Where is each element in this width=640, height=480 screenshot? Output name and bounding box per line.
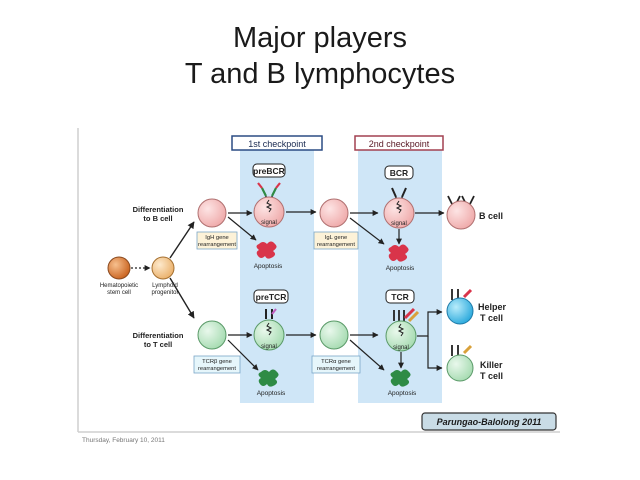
arrow-to-t-branch: [169, 277, 195, 319]
apoptosis-b1-icon: [256, 241, 277, 259]
prebcr-label-box: [252, 163, 286, 178]
pretcr-label: preTCR: [256, 292, 287, 302]
helper-label-1: Helper: [478, 302, 507, 312]
arrow-to-b-branch: [169, 221, 195, 259]
lymphoid-progenitor: [151, 256, 175, 280]
bcr-label: BCR: [390, 168, 408, 178]
igh-label-1: IgH gene: [205, 235, 229, 241]
checkpoint-2-box: [354, 135, 444, 151]
progenitor-label-1: Lymphoid: [152, 283, 178, 289]
prebcr-label: preBCR: [253, 166, 285, 176]
tcr-label-box: [385, 289, 415, 304]
double-positive-t-cell: [319, 320, 349, 350]
checkpoint-1-band: [240, 150, 314, 403]
branch-b-label-1: Differentiation: [133, 205, 184, 214]
checkpoint-2-label: 2nd checkpoint: [369, 139, 430, 149]
pro-t-cell: [197, 320, 227, 350]
apoptosis-t1-label: Apoptosis: [257, 390, 286, 397]
arrow-pro-t-apoptosis: [227, 339, 259, 371]
apoptosis-b2-icon: [388, 244, 409, 262]
bcr-label-box: [384, 165, 414, 180]
checkpoint-1-label: 1st checkpoint: [248, 139, 306, 149]
watermark-box: [421, 412, 557, 431]
arrow-to-helper: [417, 309, 443, 337]
pretcr-label-box: [253, 289, 289, 304]
watermark-label: Parungao-Balolong 2011: [437, 417, 542, 427]
checkpoint-2-band: [358, 150, 442, 403]
tcra-label-2: rearrangement: [317, 366, 355, 372]
tcr-label: TCR: [391, 292, 408, 302]
killer-t-cell: [446, 354, 474, 382]
killer-label-1: Killer: [480, 360, 503, 370]
date-footer: Thursday, February 10, 2011: [82, 437, 165, 444]
bcr-signal-label: signal: [391, 221, 407, 227]
stem-cell-label-1: Hematopoietic: [100, 283, 138, 289]
helper-label-2: T cell: [480, 313, 503, 323]
igl-rearrangement-box: [313, 231, 359, 250]
apoptosis-t1-icon: [258, 369, 279, 387]
tcrb-label-2: rearrangement: [198, 366, 236, 372]
igl-label-1: IgL gene: [325, 235, 347, 241]
arrow-to-killer: [427, 336, 443, 371]
pre-t-signal-zigzag: [265, 322, 273, 336]
slide-title: Major players T and B lymphocytes: [0, 20, 640, 92]
apoptosis-b2-label: Apoptosis: [386, 265, 415, 272]
immature-b-cell: [319, 198, 349, 228]
igl-label-2: rearrangement: [317, 242, 355, 248]
tcrb-rearrangement-box: [193, 355, 241, 374]
arrow-pro-b-apoptosis: [227, 216, 257, 241]
arrow-dp-apoptosis: [349, 339, 385, 371]
branch-t-label-1: Differentiation: [133, 331, 184, 340]
b-cell-label: B cell: [479, 211, 503, 221]
title-line-2: T and B lymphocytes: [184, 58, 456, 90]
igh-label-2: rearrangement: [198, 242, 236, 248]
pro-b-cell: [197, 198, 227, 228]
tcra-label-1: TCRα gene: [321, 359, 351, 365]
b-cell-receptors: [447, 195, 475, 205]
arrow-immature-apoptosis: [349, 217, 385, 245]
igh-rearrangement-box: [196, 231, 238, 250]
killer-receptors: [451, 344, 473, 356]
pre-b-signal-label: signal: [261, 220, 277, 226]
apoptosis-t2-icon: [390, 369, 411, 387]
progenitor-label-2: progenitor: [151, 290, 178, 296]
stem-cell: [107, 256, 131, 280]
pre-b-signal-zigzag: [265, 199, 273, 213]
tcrb-label-1: TCRβ gene: [202, 359, 232, 365]
stem-cell-label-2: stem cell: [107, 290, 131, 296]
pre-t-signal-label: signal: [261, 344, 277, 350]
apoptosis-b1-label: Apoptosis: [254, 263, 283, 270]
tcr-signal-zigzag: [397, 323, 405, 337]
tcr-receptors: [393, 307, 420, 323]
bcr-signal-zigzag: [395, 200, 403, 214]
tcra-rearrangement-box: [311, 355, 361, 374]
title-line-1: Major players: [232, 22, 408, 54]
killer-label-2: T cell: [480, 371, 503, 381]
checkpoint-1-box: [231, 135, 323, 151]
helper-t-cell: [446, 297, 474, 325]
apoptosis-t2-label: Apoptosis: [388, 390, 417, 397]
pre-tcr-receptor: [265, 308, 277, 319]
branch-b-label-2: to B cell: [143, 214, 172, 223]
branch-t-label-2: to T cell: [144, 340, 172, 349]
tcr-signal-label: signal: [393, 345, 409, 351]
mature-b-cell: [446, 200, 476, 230]
